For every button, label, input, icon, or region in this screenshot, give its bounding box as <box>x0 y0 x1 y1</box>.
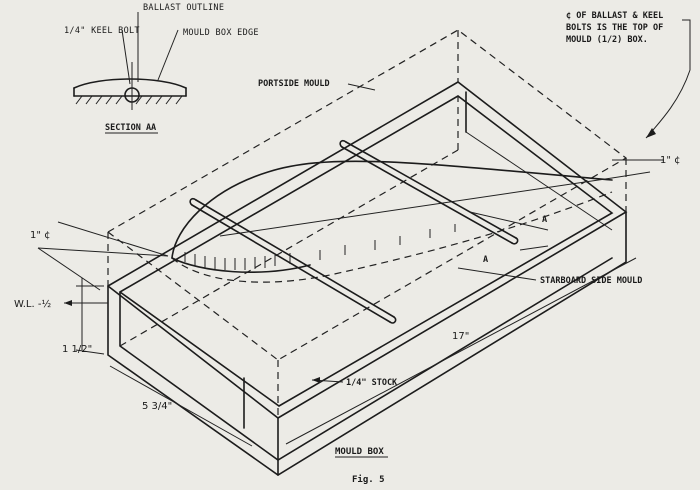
portside-mould: PORTSIDE MOULD <box>107 29 628 418</box>
note-line-3: MOULD (1/2) BOX. <box>566 35 648 45</box>
keel-bolt-label: 1/4" KEEL BOLT <box>64 26 140 36</box>
figure-caption: MOULD BOX Fig. 5 <box>335 447 388 485</box>
section-mark-a-bottom: A <box>483 255 488 265</box>
centerline-note: ¢ OF BALLAST & KEEL BOLTS IS THE TOP OF … <box>566 11 691 139</box>
dim-centerline-left: 1" ¢ <box>30 230 51 241</box>
dim-height: 1 1/2" <box>62 344 92 355</box>
ballast-tick-marks <box>184 224 456 270</box>
dimensions: 1" ¢ W.L. -½ 1 1/2" 5 3/4" 17" 1" ¢ <box>14 155 681 447</box>
section-mark-a-top: A <box>542 215 547 225</box>
section-aa-inset: BALLAST OUTLINE 1/4" KEEL BOLT MOULD BOX… <box>64 3 259 134</box>
dim-centerline-right: 1" ¢ <box>660 155 681 166</box>
dim-width: 5 3/4" <box>142 401 172 412</box>
stock-label: 1/4" STOCK <box>346 378 398 388</box>
figure-number: Fig. 5 <box>352 474 385 485</box>
keel-bolt-rods <box>189 139 519 324</box>
note-line-2: BOLTS IS THE TOP OF <box>566 23 663 33</box>
ballast-outline-label: BALLAST OUTLINE <box>143 3 224 13</box>
ballast-keel-shape <box>171 160 613 283</box>
figure-title: MOULD BOX <box>335 447 384 457</box>
hatch-icon <box>75 95 183 105</box>
note-line-1: ¢ OF BALLAST & KEEL <box>566 11 663 21</box>
annotations: STARBOARD SIDE MOULD 1/4" STOCK <box>311 267 642 388</box>
starboard-mould-label: STARBOARD SIDE MOULD <box>540 276 642 286</box>
mould-box-edge-label: MOULD BOX EDGE <box>183 28 259 38</box>
section-marks: A A <box>469 211 549 265</box>
dim-waterline: W.L. -½ <box>14 298 51 310</box>
section-aa-label: SECTION AA <box>105 123 156 133</box>
portside-mould-label: PORTSIDE MOULD <box>258 79 330 89</box>
dim-length: 17" <box>452 331 469 342</box>
